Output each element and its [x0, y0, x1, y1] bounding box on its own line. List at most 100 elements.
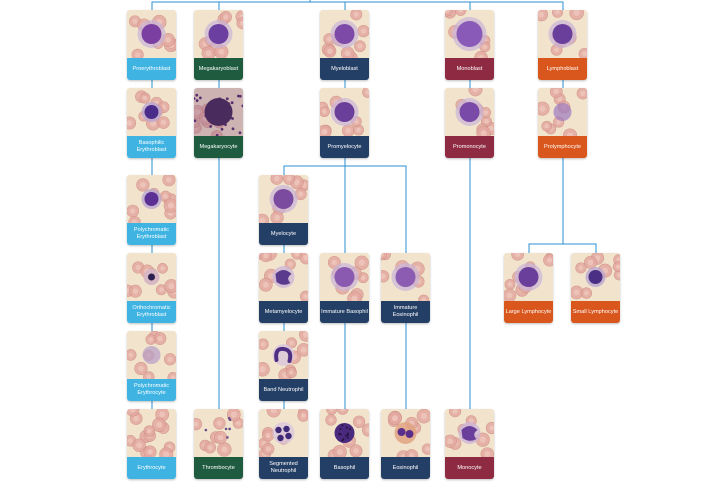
polychromatic-erythroblast-label: Polychromatic Erythroblast: [127, 223, 176, 245]
monocyte-image: [445, 409, 494, 457]
smear-thumbnail: [320, 88, 369, 136]
smear-thumbnail: [445, 88, 494, 136]
card-immature-basophil[interactable]: Immature Basophil: [320, 253, 369, 323]
segmented-neutrophil-label: Segmented Neutrophil: [259, 457, 308, 479]
proerythroblast-image: [127, 10, 176, 58]
basophilic-erythroblast-label: Basophilic Erythroblast: [127, 136, 176, 158]
smear-thumbnail: [538, 88, 587, 136]
immature-basophil-image: [320, 253, 369, 301]
smear-thumbnail: [127, 253, 176, 301]
card-myeloblast[interactable]: Myeloblast: [320, 10, 369, 80]
card-monoblast[interactable]: Monoblast: [445, 10, 494, 80]
lymphoblast-label: Lymphoblast: [538, 58, 587, 80]
megakaryocyte-image: [194, 88, 243, 136]
monocyte-label: Monocyte: [445, 457, 494, 479]
myeloblast-image: [320, 10, 369, 58]
large-lymphocyte-image: [504, 253, 553, 301]
card-immature-eosinophil[interactable]: Immature Eosinophil: [381, 253, 430, 323]
segmented-neutrophil-image: [259, 409, 308, 457]
smear-thumbnail: [538, 10, 587, 58]
prolymphocyte-label: Prolymphocyte: [538, 136, 587, 158]
promyelocyte-label: Promyelocyte: [320, 136, 369, 158]
large-lymphocyte-label: Large Lymphocyte: [504, 301, 553, 323]
promonocyte-image: [445, 88, 494, 136]
card-small-lymphocyte[interactable]: Small Lymphocyte: [571, 253, 620, 323]
band-neutrophil-label: Band Neutrophil: [259, 379, 308, 401]
card-megakaryoblast[interactable]: Megakaryoblast: [194, 10, 243, 80]
card-promonocyte[interactable]: Promonocyte: [445, 88, 494, 158]
card-thrombocyte[interactable]: Thrombocyte: [194, 409, 243, 479]
orthochromatic-erythroblast-label: Orthochromatic Erythroblast: [127, 301, 176, 323]
card-eosinophil[interactable]: Eosinophil: [381, 409, 430, 479]
card-promyelocyte[interactable]: Promyelocyte: [320, 88, 369, 158]
megakaryocyte-label: Megakaryocyte: [194, 136, 243, 158]
smear-thumbnail: [127, 409, 176, 457]
prolymphocyte-image: [538, 88, 587, 136]
polychromatic-erythrocyte-image: [127, 331, 176, 379]
erythrocyte-image: [127, 409, 176, 457]
myeloblast-label: Myeloblast: [320, 58, 369, 80]
small-lymphocyte-image: [571, 253, 620, 301]
card-proerythroblast[interactable]: Proerythroblast: [127, 10, 176, 80]
card-metamyelocyte[interactable]: Metamyelocyte: [259, 253, 308, 323]
connector-lymph-branch: [528, 243, 597, 253]
smear-thumbnail: [259, 253, 308, 301]
myelocyte-image: [259, 175, 308, 223]
monoblast-image: [445, 10, 494, 58]
smear-thumbnail: [259, 331, 308, 379]
smear-thumbnail: [320, 10, 369, 58]
card-monocyte[interactable]: Monocyte: [445, 409, 494, 479]
proerythroblast-label: Proerythroblast: [127, 58, 176, 80]
smear-thumbnail: [259, 175, 308, 223]
promyelocyte-image: [320, 88, 369, 136]
eosinophil-image: [381, 409, 430, 457]
polychromatic-erythrocyte-label: Polychromatic Erythrocyte: [127, 379, 176, 401]
smear-thumbnail: [571, 253, 620, 301]
smear-thumbnail: [127, 88, 176, 136]
smear-thumbnail: [194, 409, 243, 457]
metamyelocyte-image: [259, 253, 308, 301]
card-polychromatic-erythroblast[interactable]: Polychromatic Erythroblast: [127, 175, 176, 245]
lymphoblast-image: [538, 10, 587, 58]
card-large-lymphocyte[interactable]: Large Lymphocyte: [504, 253, 553, 323]
card-basophilic-erythroblast[interactable]: Basophilic Erythroblast: [127, 88, 176, 158]
myelocyte-label: Myelocyte: [259, 223, 308, 245]
small-lymphocyte-label: Small Lymphocyte: [571, 301, 620, 323]
card-myelocyte[interactable]: Myelocyte: [259, 175, 308, 245]
card-erythrocyte[interactable]: Erythrocyte: [127, 409, 176, 479]
thrombocyte-label: Thrombocyte: [194, 457, 243, 479]
megakaryoblast-image: [194, 10, 243, 58]
metamyelocyte-label: Metamyelocyte: [259, 301, 308, 323]
basophil-label: Basophil: [320, 457, 369, 479]
band-neutrophil-image: [259, 331, 308, 379]
immature-eosinophil-image: [381, 253, 430, 301]
card-orthochromatic-erythroblast[interactable]: Orthochromatic Erythroblast: [127, 253, 176, 323]
thrombocyte-image: [194, 409, 243, 457]
basophil-image: [320, 409, 369, 457]
card-basophil[interactable]: Basophil: [320, 409, 369, 479]
monoblast-label: Monoblast: [445, 58, 494, 80]
smear-thumbnail: [127, 331, 176, 379]
card-band-neutrophil[interactable]: Band Neutrophil: [259, 331, 308, 401]
smear-thumbnail: [127, 175, 176, 223]
promonocyte-label: Promonocyte: [445, 136, 494, 158]
card-megakaryocyte[interactable]: Megakaryocyte: [194, 88, 243, 158]
eosinophil-label: Eosinophil: [381, 457, 430, 479]
smear-thumbnail: [445, 409, 494, 457]
basophilic-erythroblast-image: [127, 88, 176, 136]
card-lymphoblast[interactable]: Lymphoblast: [538, 10, 587, 80]
immature-basophil-label: Immature Basophil: [320, 301, 369, 323]
smear-thumbnail: [320, 409, 369, 457]
polychromatic-erythroblast-image: [127, 175, 176, 223]
megakaryoblast-label: Megakaryoblast: [194, 58, 243, 80]
orthochromatic-erythroblast-image: [127, 253, 176, 301]
smear-thumbnail: [445, 10, 494, 58]
card-prolymphocyte[interactable]: Prolymphocyte: [538, 88, 587, 158]
immature-eosinophil-label: Immature Eosinophil: [381, 301, 430, 323]
smear-thumbnail: [194, 10, 243, 58]
card-polychromatic-erythrocyte[interactable]: Polychromatic Erythrocyte: [127, 331, 176, 401]
smear-thumbnail: [194, 88, 243, 136]
card-segmented-neutrophil[interactable]: Segmented Neutrophil: [259, 409, 308, 479]
smear-thumbnail: [381, 409, 430, 457]
